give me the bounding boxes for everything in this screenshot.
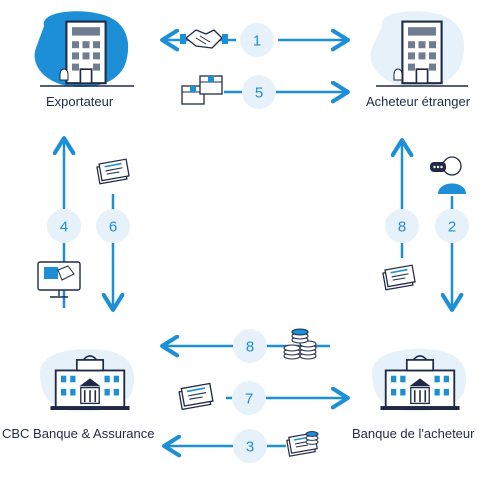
step-7-documents-icon	[178, 382, 214, 411]
step-2-circle	[435, 209, 469, 243]
step-6-documents-icon	[96, 158, 130, 185]
step-1-circle	[240, 23, 274, 57]
handshake-icon	[180, 29, 228, 49]
cbc-bank-label: CBC Banque & Assurance	[2, 426, 155, 441]
payment-documents-icon	[286, 431, 319, 457]
buyer-bank-building-icon	[372, 348, 467, 412]
step-4-number: 4	[60, 219, 68, 236]
step-3-circle	[233, 429, 267, 463]
step-8-bottom-number: 8	[246, 339, 254, 356]
step-7-circle	[232, 381, 266, 415]
step-8-right-circle	[385, 209, 419, 243]
step-7-number: 7	[245, 391, 253, 408]
coin-stack-icon	[283, 328, 317, 360]
cbc-bank-building-icon	[40, 348, 135, 412]
buyer-bank-label: Banque de l'acheteur	[352, 426, 475, 441]
step-1-number: 1	[253, 33, 261, 50]
foreign-buyer-label: Acheteur étranger	[366, 94, 471, 109]
step-2-number: 2	[448, 219, 456, 236]
exporter-building-icon	[34, 11, 134, 87]
step-5-circle	[242, 75, 276, 109]
step-8-bottom-circle	[233, 329, 267, 363]
customer-chat-icon	[430, 156, 466, 194]
step-5-number: 5	[255, 85, 263, 102]
shipping-boxes-icon	[181, 75, 223, 105]
computer-monitor-icon	[37, 261, 81, 298]
step-6-number: 6	[109, 219, 117, 236]
step-8-right-number: 8	[398, 219, 406, 236]
step-4-circle	[47, 209, 81, 243]
step-8-right-documents-icon	[382, 264, 416, 291]
step-6-circle	[96, 209, 130, 243]
step-3-number: 3	[246, 439, 254, 456]
exporter-label: Exportateur	[46, 94, 114, 109]
foreign-buyer-building-icon	[370, 11, 468, 87]
